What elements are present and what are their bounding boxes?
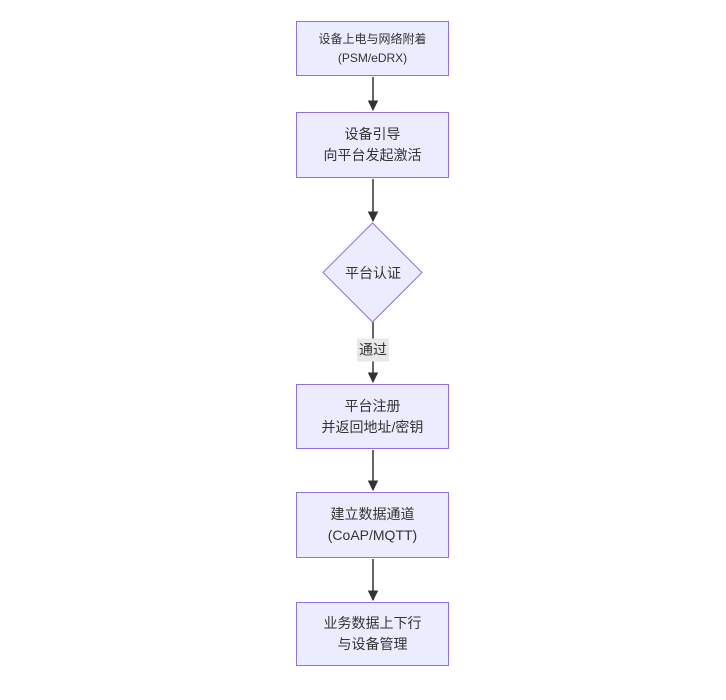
node-text-line: 平台认证 <box>345 265 401 281</box>
node-text-line: 设备上电与网络附着 <box>318 31 427 46</box>
node-text-line: 向平台发起激活 <box>323 147 422 163</box>
node-data-channel: 建立数据通道 (CoAP/MQTT) <box>296 492 449 558</box>
node-platform-auth-decision: 平台认证 <box>323 223 423 323</box>
node-text-line: (CoAP/MQTT) <box>327 527 418 543</box>
node-power-network-attach: 设备上电与网络附着 (PSM/eDRX) <box>296 21 449 76</box>
node-text-line: 设备引导 <box>344 126 401 142</box>
node-text-line: 建立数据通道 <box>330 506 415 522</box>
node-text-line: (PSM/eDRX) <box>337 50 408 65</box>
node-business-data: 业务数据上下行 与设备管理 <box>296 602 449 666</box>
edge-label-pass: 通过 <box>357 338 389 362</box>
node-text-line: 与设备管理 <box>337 636 408 652</box>
node-device-bootstrap: 设备引导 向平台发起激活 <box>296 112 449 178</box>
node-text-line: 并返回地址/密钥 <box>321 418 424 435</box>
node-text-line: 业务数据上下行 <box>323 615 422 631</box>
node-text-line: 平台注册 <box>344 397 401 414</box>
node-platform-register: 平台注册 并返回地址/密钥 <box>296 384 449 449</box>
